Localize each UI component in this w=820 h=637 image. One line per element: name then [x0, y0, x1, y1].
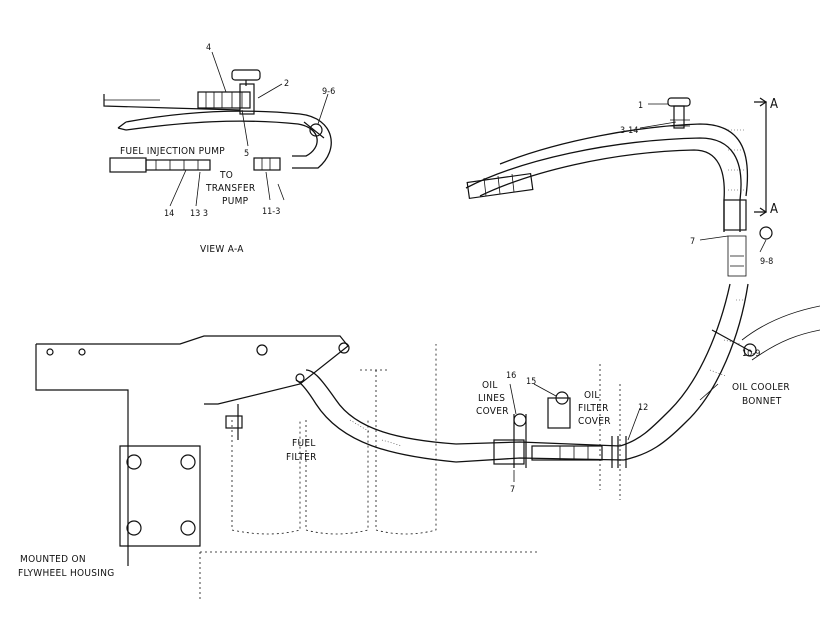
label-lines: LINES [478, 393, 505, 404]
label-oil-cooler: OIL COOLER [732, 382, 790, 393]
label-oil-lines: OIL [482, 380, 498, 391]
label-filter: FILTER [286, 452, 317, 463]
label-lines-cover: COVER [476, 406, 509, 417]
label-pump: PUMP [222, 196, 249, 207]
label-section-a-bottom: A [770, 202, 778, 217]
label-view-a-a: VIEW A-A [200, 244, 244, 255]
label-transfer: TRANSFER [205, 183, 255, 194]
callout-1: 1 [638, 101, 643, 111]
callout-13-3: 13 3 [190, 209, 208, 219]
callout-4: 4 [206, 43, 211, 53]
label-filter-2: FILTER [578, 403, 609, 414]
callout-14: 14 [164, 209, 174, 219]
callout-10-9: 10-9 [742, 349, 760, 359]
callout-9-8: 9-8 [760, 257, 773, 267]
label-oil-filter: OIL [584, 390, 600, 401]
label-bonnet: BONNET [742, 396, 782, 407]
label-flywheel-housing: FLYWHEEL HOUSING [18, 568, 115, 579]
label-fuel-injection-pump: FUEL INJECTION PUMP [120, 146, 225, 157]
callout-15: 15 [526, 377, 536, 387]
callout-9-6: 9-6 [322, 87, 335, 97]
callout-5: 5 [244, 149, 249, 159]
label-section-a-top: A [770, 97, 778, 112]
label-to: TO [219, 170, 233, 181]
riser-assembly [465, 97, 773, 277]
labels: VIEW A-A FUEL INJECTION PUMP TO TRANSFER… [18, 43, 790, 579]
callout-7-bottom: 7 [510, 485, 515, 495]
callout-11-3: 11-3 [262, 207, 280, 217]
callout-2: 2 [284, 79, 289, 89]
lower-hose-run [295, 283, 820, 482]
filter-bracket [35, 335, 621, 600]
label-filter-cover: COVER [578, 416, 611, 427]
label-mounted-on: MOUNTED ON [20, 554, 86, 565]
callout-7-top: 7 [690, 237, 695, 247]
callout-3-14: 3-14 [620, 126, 638, 136]
callout-16: 16 [506, 371, 516, 381]
callout-12: 12 [638, 403, 648, 413]
view-a-a-inset [103, 51, 332, 207]
label-fuel: FUEL [292, 438, 316, 449]
